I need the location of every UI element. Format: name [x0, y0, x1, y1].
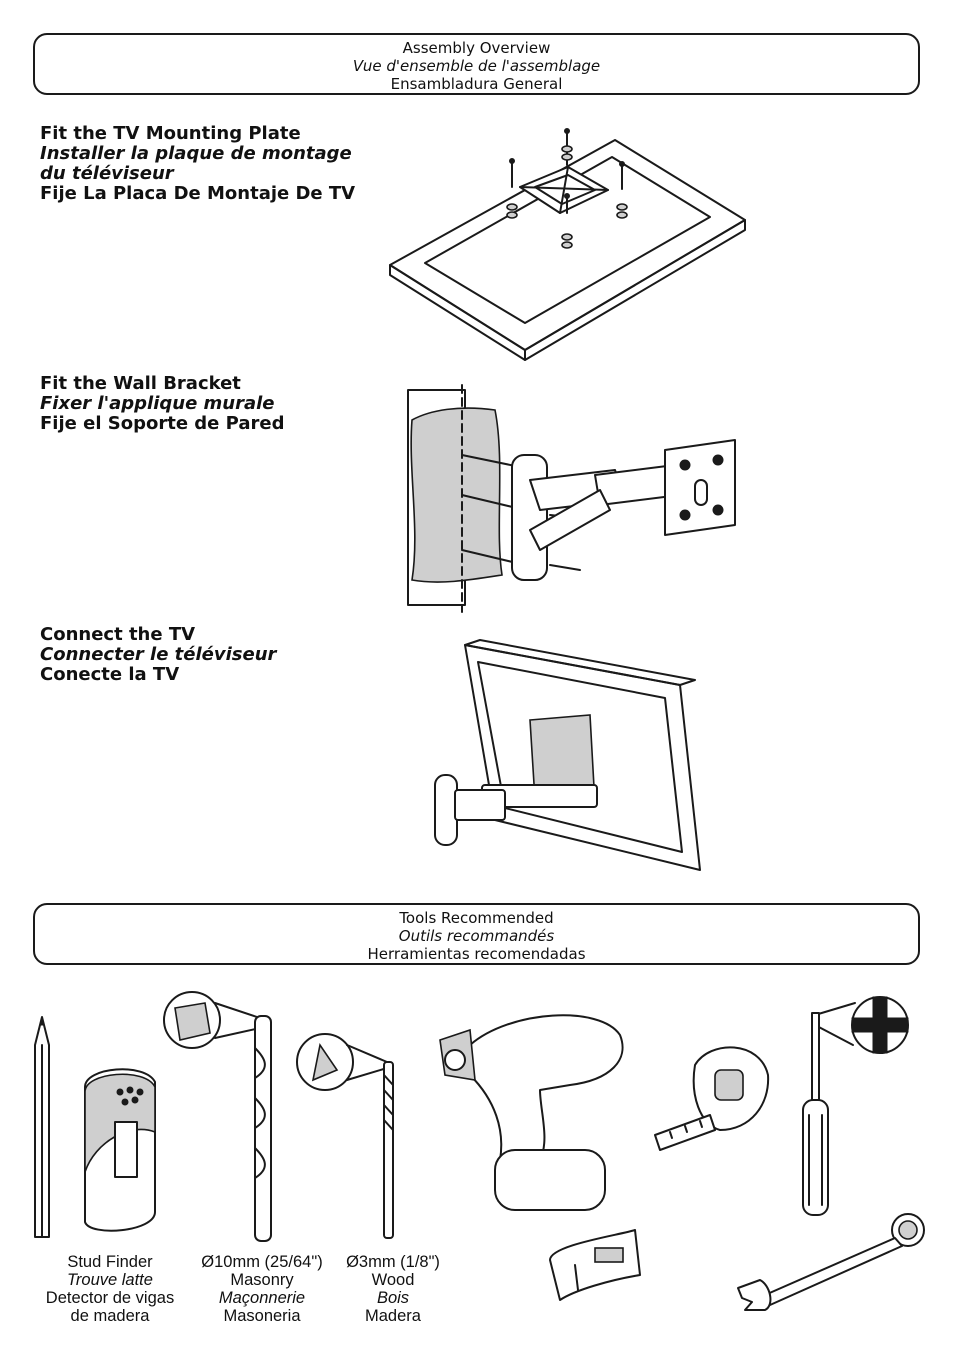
masonry-size: Ø10mm (25/64")	[201, 1253, 323, 1271]
stud-finder-en: Stud Finder	[67, 1253, 153, 1271]
masonry-es: Masoneria	[223, 1307, 301, 1325]
bolts	[506, 128, 628, 249]
tools-header-fr: Outils recommandés	[398, 927, 555, 945]
tv-mounting-plate-illustration	[389, 128, 746, 361]
tools-header: Tools Recommended Outils recommandés Her…	[33, 903, 920, 965]
tape-measure-icon	[654, 1046, 770, 1151]
wood-size: Ø3mm (1/8")	[346, 1253, 440, 1271]
stud-finder-es-line1: Detector de vigas	[45, 1289, 175, 1307]
drill-icon	[439, 1014, 624, 1211]
step-fit-tv-plate: Fit the TV Mounting Plate Installer la p…	[40, 124, 355, 204]
wood-bit-icon	[296, 1033, 394, 1239]
wood-es: Madera	[365, 1307, 421, 1325]
step-connect-tv: Connect the TV Connecter le téléviseur C…	[40, 625, 276, 685]
step1-fr-line2: du téléviseur	[40, 163, 174, 184]
step1-fr-line1: Installer la plaque de montage	[40, 143, 352, 164]
wood-fr: Bois	[376, 1289, 410, 1307]
masonry-bit-label: Ø10mm (25/64") Masonry Maçonnerie Masone…	[192, 1253, 332, 1325]
pencil-icon	[34, 1016, 50, 1238]
step3-fr: Connecter le téléviseur	[40, 644, 277, 665]
header-fr: Vue d'ensemble de l'assemblage	[352, 57, 601, 75]
stud-finder-fr: Trouve latte	[67, 1271, 153, 1289]
stud-finder-icon	[84, 1068, 156, 1232]
step2-en: Fit the Wall Bracket	[40, 373, 241, 394]
masonry-fr: Maçonnerie	[218, 1289, 306, 1307]
wrench-icon	[737, 1213, 925, 1311]
wood-bit-label: Ø3mm (1/8") Wood Bois Madera	[338, 1253, 448, 1325]
step-fit-wall-bracket: Fit the Wall Bracket Fixer l'applique mu…	[40, 374, 284, 434]
step3-es: Conecte la TV	[40, 664, 180, 685]
wall-bracket-illustration	[407, 384, 736, 613]
stud-finder-label: Stud Finder Trouve latte Detector de vig…	[35, 1253, 185, 1325]
step1-en: Fit the TV Mounting Plate	[40, 123, 301, 144]
screwdriver-icon	[802, 996, 909, 1216]
masonry-en: Masonry	[230, 1271, 294, 1289]
step1-es: Fije La Placa De Montaje De TV	[40, 183, 356, 204]
wood-en: Wood	[371, 1271, 415, 1289]
stud-finder-es-line2: de madera	[70, 1307, 150, 1325]
connect-tv-illustration	[434, 639, 701, 871]
level-icon	[549, 1229, 641, 1301]
assembly-overview-header: Assembly Overview Vue d'ensemble de l'as…	[33, 33, 920, 95]
header-es: Ensambladura General	[390, 75, 563, 93]
step3-en: Connect the TV	[40, 624, 196, 645]
masonry-bit-icon	[163, 991, 272, 1242]
tools-header-en: Tools Recommended	[399, 909, 554, 927]
step2-es: Fije el Soporte de Pared	[40, 413, 285, 434]
tools-header-es: Herramientas recomendadas	[367, 945, 586, 963]
mounting-plate	[519, 166, 609, 214]
step2-fr: Fixer l'applique murale	[40, 393, 275, 414]
header-en: Assembly Overview	[402, 39, 551, 57]
